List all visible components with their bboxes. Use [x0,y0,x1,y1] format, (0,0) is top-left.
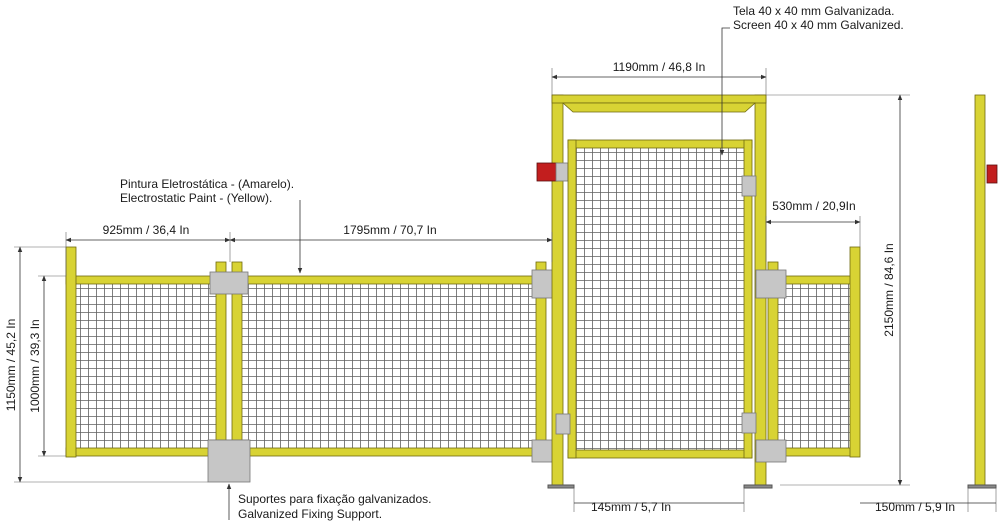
fixing-support-base [207,439,251,483]
side-post [974,94,986,486]
foot-depth-label: 150mm / 5,9 In [875,500,955,514]
door-leaf-left [567,139,577,459]
bottom-rail-left [65,447,547,457]
panel-height-inner-label: 1000mm / 39,3 In [28,319,42,412]
door-leaf [555,139,757,459]
hinge [741,175,757,197]
door-frame-width-label: 1190mm / 46,8 In [613,60,706,74]
mesh-panel-a [72,282,220,450]
lock-housing [555,162,569,182]
side-foot [967,484,997,489]
lock-icon [536,162,558,182]
mesh-callout-pt: Tela 40 x 40 mm Galvanizada. [733,4,894,18]
mesh-panel-c [776,282,850,450]
lock-icon [986,164,998,184]
support-callout-pt: Suportes para fixação galvanizados. [238,492,431,506]
fence-panel-right [755,246,861,463]
clamp-plate [755,269,787,299]
total-height-label: 2150mm / 84,6 In [882,243,896,336]
mesh-callout-en: Screen 40 x 40 mm Galvanized. [733,18,904,32]
door-header-outer [551,94,767,104]
clamp-plate [755,439,787,463]
support-callout-en: Galvanized Fixing Support. [238,507,382,521]
hinge [741,412,757,434]
end-post-right [849,246,861,458]
paint-callout-en: Electrostatic Paint - (Yellow). [120,191,272,205]
door-leaf-top [567,139,753,149]
door-leaf-right [743,139,753,459]
mesh-panel-b [240,282,538,450]
paint-callout-pt: Pintura Eletrostática - (Amarelo). [120,177,294,191]
feet [547,484,773,489]
gap-bottom-label: 145mm / 5,7 In [591,500,671,514]
door-latch [555,413,571,435]
foot [743,484,773,489]
panel-a-width-label: 925mm / 36,4 In [103,223,190,237]
foot [547,484,575,489]
top-rail-left [65,275,547,285]
dimension-lines [14,27,997,520]
panel-height-outer-label: 1150mm / 45,2 In [4,319,18,412]
mesh-door [576,148,744,450]
clamp-plate [209,271,249,295]
end-post-left [65,246,77,458]
fence-panel-left [65,246,563,483]
door-header-inner [561,102,757,113]
panel-b-width-label: 1795mm / 70,7 In [343,223,436,237]
side-view [967,94,998,489]
panel-c-width-label: 530mm / 20,9In [772,199,855,213]
door-leaf-bottom [567,449,753,459]
